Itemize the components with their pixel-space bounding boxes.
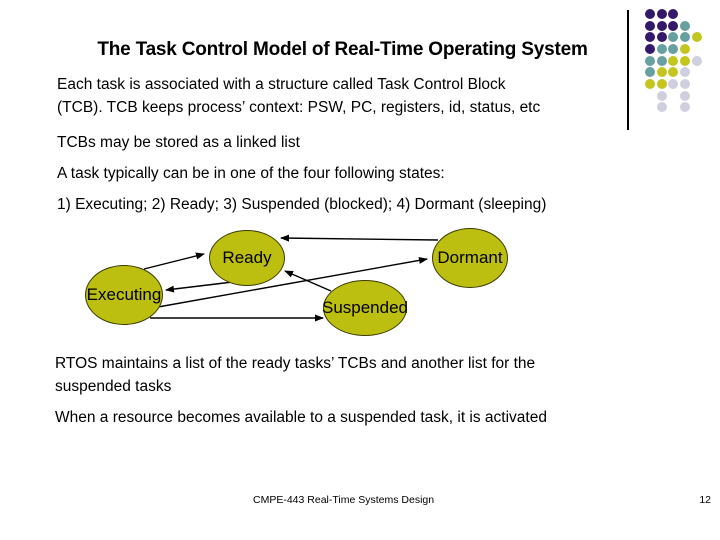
decorative-dot — [680, 67, 690, 78]
footer-page-number: 12 — [699, 494, 711, 506]
decorative-dot — [691, 55, 702, 66]
state-suspended: Suspended — [321, 280, 409, 336]
decorative-dot — [645, 79, 655, 90]
decorative-dot — [668, 55, 679, 66]
paragraph-line: Each task is associated with a structure… — [57, 76, 506, 93]
paragraph-line: A task typically can be in one of the fo… — [57, 165, 445, 182]
state-label: Executing — [86, 285, 162, 304]
decorative-dot — [680, 102, 690, 113]
decorative-dot — [668, 9, 679, 19]
paragraph-line: RTOS maintains a list of the ready tasks… — [55, 355, 536, 372]
arrow-dormant-to-ready — [280, 234, 439, 242]
decorative-dot — [680, 55, 690, 66]
decorative-dot — [668, 20, 679, 31]
decorative-dot — [668, 79, 679, 90]
state-label: Ready — [222, 248, 272, 267]
paragraph-line: 1) Executing; 2) Ready; 3) Suspended (bl… — [57, 196, 547, 213]
paragraph-line: (TCB). TCB keeps process’ context: PSW, … — [57, 99, 541, 116]
paragraph-rtos-lists: RTOS maintains a list of the ready tasks… — [55, 352, 535, 398]
paragraph-linked-list: TCBs may be stored as a linked list — [57, 131, 300, 154]
state-label: Suspended — [321, 298, 409, 317]
slide-title: The Task Control Model of Real-Time Oper… — [97, 39, 588, 60]
decorative-dot — [656, 9, 667, 19]
decorative-dot — [656, 55, 667, 66]
decorative-dot — [645, 55, 655, 66]
state-label: Dormant — [437, 248, 503, 267]
decorative-dot — [680, 44, 690, 54]
decorative-dot — [656, 32, 667, 43]
footer-course-name: CMPE-443 Real-Time Systems Design — [253, 494, 435, 506]
decorative-dot — [645, 32, 655, 43]
decorative-dot — [668, 32, 679, 43]
paragraph-resource-available: When a resource becomes available to a s… — [55, 406, 547, 429]
decorative-dot — [656, 79, 667, 90]
decorative-dot — [668, 44, 679, 54]
decorative-dot — [645, 67, 655, 78]
paragraph-tcb: Each task is associated with a structure… — [57, 73, 540, 119]
decorative-dot — [656, 20, 667, 31]
paragraph-line: suspended tasks — [55, 378, 172, 395]
decorative-dot — [656, 90, 667, 101]
decorative-dot — [656, 44, 667, 54]
decorative-dot — [645, 44, 655, 54]
decorative-dot — [680, 32, 690, 43]
decorative-dot — [668, 67, 679, 78]
decorative-dot — [680, 20, 690, 31]
decorative-dot — [691, 32, 702, 43]
decorative-dot — [645, 20, 655, 31]
decorative-dot — [680, 79, 690, 90]
decorative-dot — [645, 9, 655, 19]
arrow-suspended-to-ready — [284, 270, 332, 292]
state-dormant: Dormant — [432, 228, 508, 288]
state-executing: Executing — [85, 265, 163, 325]
paragraph-four-states: A task typically can be in one of the fo… — [57, 162, 445, 185]
arrow-executing-to-ready — [143, 252, 205, 270]
decorative-dot — [656, 102, 667, 113]
state-ready: Ready — [209, 230, 285, 286]
separator-line — [627, 10, 629, 130]
decorative-dot — [656, 67, 667, 78]
paragraph-line: When a resource becomes available to a s… — [55, 409, 547, 426]
decorative-dot — [680, 90, 690, 101]
paragraph-line: TCBs may be stored as a linked list — [57, 134, 300, 151]
paragraph-state-list: 1) Executing; 2) Ready; 3) Suspended (bl… — [57, 193, 546, 216]
